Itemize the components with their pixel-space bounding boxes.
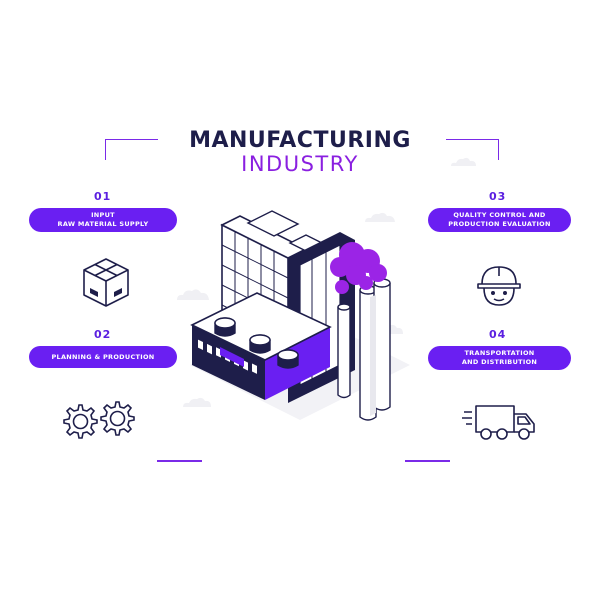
cloud-icon <box>451 157 476 166</box>
step-label-01-line1: INPUT <box>91 211 115 219</box>
step-number-04: 04 <box>489 328 507 341</box>
step-label-03: QUALITY CONTROL AND PRODUCTION EVALUATIO… <box>428 208 571 232</box>
frame-bottom-left <box>157 460 202 462</box>
delivery-truck-icon <box>462 405 535 440</box>
step-label-02: PLANNING & PRODUCTION <box>29 346 177 368</box>
frame-top-right <box>446 139 499 160</box>
step-label-04-line2: AND DISTRIBUTION <box>461 358 538 366</box>
step-label-04-line1: TRANSPORTATION <box>464 349 535 357</box>
cloud-icon <box>177 289 209 300</box>
page-title: MANUFACTURING <box>189 128 411 153</box>
step-number-01: 01 <box>94 190 112 203</box>
factory-illustration <box>190 210 410 421</box>
step-label-02-line1: PLANNING & PRODUCTION <box>51 352 155 361</box>
step-label-03-line2: PRODUCTION EVALUATION <box>448 220 551 228</box>
frame-top-left <box>105 139 158 160</box>
box-icon <box>83 258 129 307</box>
step-label-01-line2: RAW MATERIAL SUPPLY <box>57 220 149 228</box>
gears-icon <box>63 401 135 439</box>
frame-bottom-right <box>405 460 450 462</box>
step-label-01: INPUT RAW MATERIAL SUPPLY <box>29 208 177 232</box>
worker-helmet-icon <box>477 266 521 306</box>
step-number-02: 02 <box>94 328 112 341</box>
page-subtitle: INDUSTRY <box>241 152 359 176</box>
cloud-icon <box>183 397 211 407</box>
cloud-icon <box>365 212 395 222</box>
step-label-03-line1: QUALITY CONTROL AND <box>453 211 546 219</box>
step-number-03: 03 <box>489 190 507 203</box>
step-label-04: TRANSPORTATION AND DISTRIBUTION <box>428 346 571 370</box>
